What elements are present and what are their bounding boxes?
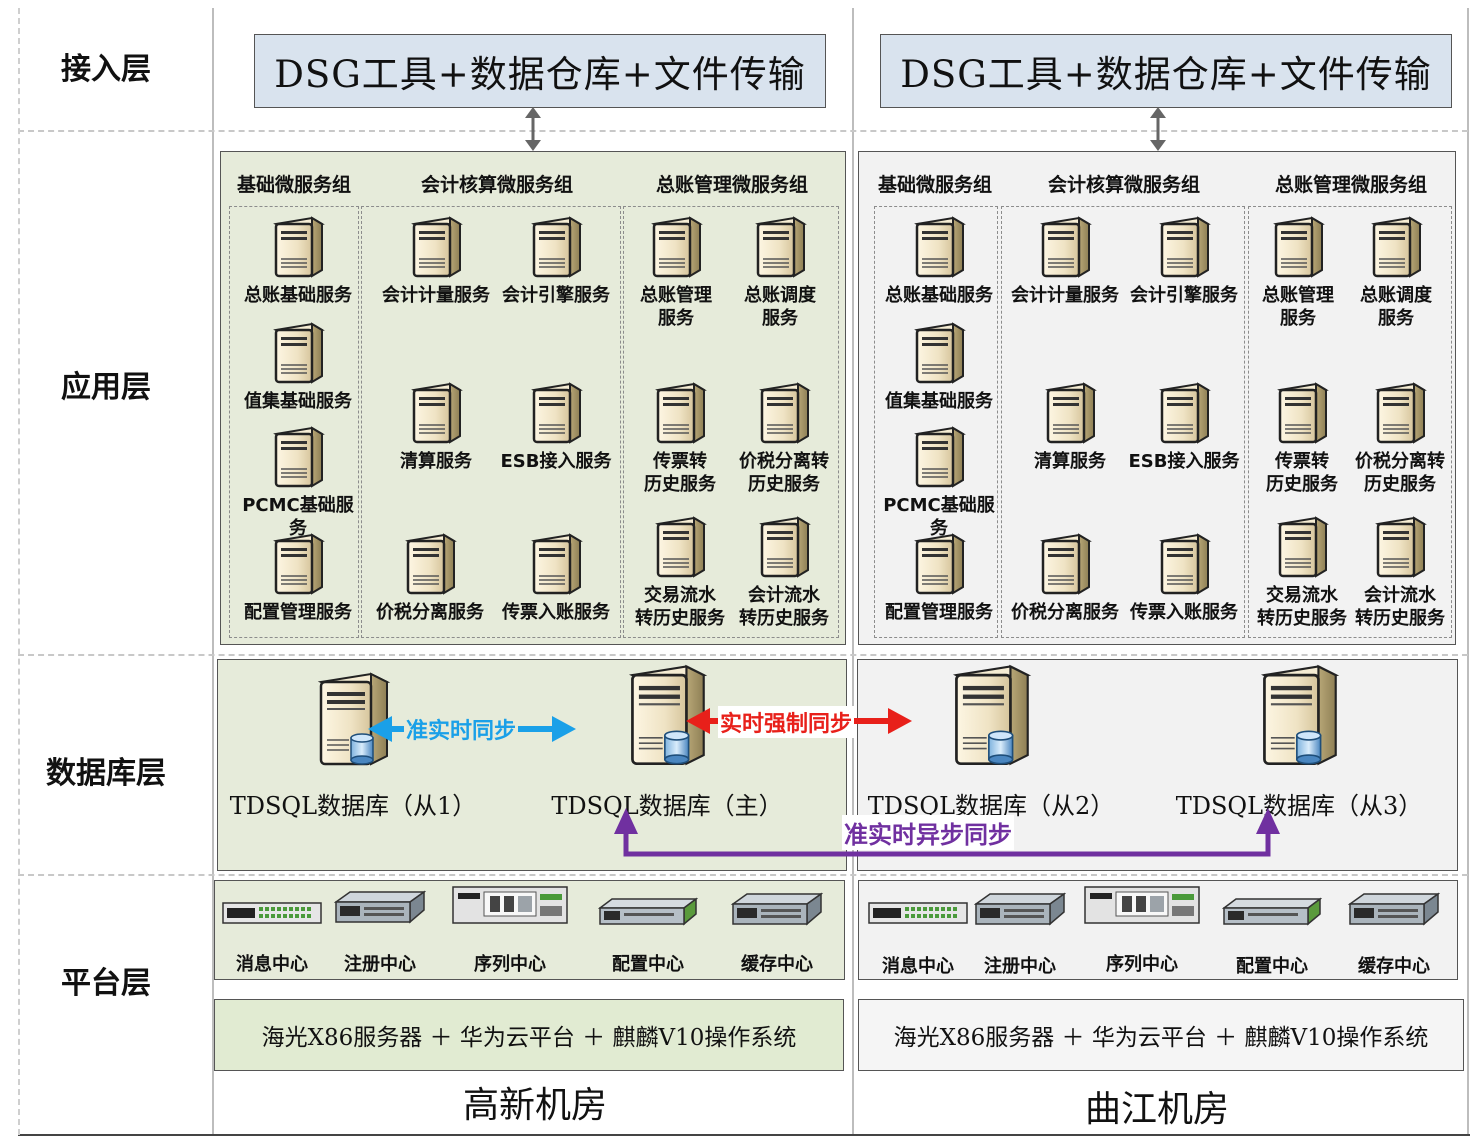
service-node: 会计计量服务 xyxy=(1001,214,1129,307)
group-title-accounting-qujiang: 会计核算微服务组 xyxy=(1047,174,1200,196)
subgroup-basic-gaoxin xyxy=(229,206,359,638)
db-node-slave3: TDSQL数据库（从3） xyxy=(1168,660,1430,821)
layer-label-database: 数据库层 xyxy=(46,756,166,791)
layer-label-application: 应用层 xyxy=(61,370,151,405)
layer-label-platform: 平台层 xyxy=(61,966,151,1001)
db-node-master: TDSQL数据库（主） xyxy=(536,660,798,821)
subgroup-ledger-qujiang xyxy=(1248,206,1452,638)
access-app-arrow-right xyxy=(1150,107,1166,151)
service-node: 值集基础服务 xyxy=(875,320,1003,413)
service-node: PCMC基础服务 xyxy=(875,424,1003,540)
divider-db-platform xyxy=(18,874,1468,876)
service-node: 传票转 历史服务 xyxy=(1238,380,1366,496)
sync-label-near-realtime: 准实时同步 xyxy=(404,713,519,745)
access-app-arrow-left xyxy=(525,107,541,151)
service-node: 传票入账服务 xyxy=(492,531,620,624)
service-node: 配置管理服务 xyxy=(234,531,362,624)
group-title-basic-gaoxin: 基础微服务组 xyxy=(236,174,351,196)
group-title-accounting-gaoxin: 会计核算微服务组 xyxy=(420,174,573,196)
subgroup-basic-qujiang xyxy=(874,206,998,638)
service-node: 清算服务 xyxy=(1006,380,1134,473)
group-title-ledger-gaoxin: 总账管理微服务组 xyxy=(655,174,808,196)
service-node: 总账基础服务 xyxy=(234,214,362,307)
service-node: 值集基础服务 xyxy=(234,320,362,413)
service-node: 会计引擎服务 xyxy=(492,214,620,307)
service-node: 传票转 历史服务 xyxy=(616,380,744,496)
service-node: 价税分离服务 xyxy=(366,531,494,624)
layer-label-access: 接入层 xyxy=(61,52,151,87)
service-node: ESB接入服务 xyxy=(492,380,620,473)
device-sequence-center: 序列中心 xyxy=(1084,886,1200,976)
device-config-center: 配置中心 xyxy=(598,896,698,976)
service-node: 价税分离转 历史服务 xyxy=(720,380,848,496)
service-node: 会计流水 转历史服务 xyxy=(720,514,848,630)
service-node: 价税分离转 历史服务 xyxy=(1336,380,1464,496)
left-dashed-border xyxy=(18,8,20,1135)
service-node: 清算服务 xyxy=(372,380,500,473)
device-cache-center: 缓存中心 xyxy=(1348,892,1440,978)
hardware-box-gaoxin: 海光X86服务器 ＋ 华为云平台 ＋ 麒麟V10操作系统 xyxy=(214,999,844,1071)
service-node: 会计计量服务 xyxy=(372,214,500,307)
device-message-center: 消息中心 xyxy=(222,900,322,976)
hardware-box-qujiang: 海光X86服务器 ＋ 华为云平台 ＋ 麒麟V10操作系统 xyxy=(858,999,1464,1071)
bottom-border xyxy=(18,1134,1470,1136)
device-message-center: 消息中心 xyxy=(868,900,968,978)
service-node: ESB接入服务 xyxy=(1120,380,1248,473)
access-box-qujiang: DSG工具+数据仓库+文件传输 xyxy=(880,34,1452,108)
device-registry-center: 注册中心 xyxy=(974,892,1066,978)
service-node: 总账管理 服务 xyxy=(612,214,740,330)
sync-label-realtime-forced: 实时强制同步 xyxy=(718,706,855,738)
service-node: 价税分离服务 xyxy=(1001,531,1129,624)
subgroup-accounting-gaoxin xyxy=(361,206,621,638)
subgroup-accounting-qujiang xyxy=(1001,206,1245,638)
subgroup-ledger-gaoxin xyxy=(623,206,839,638)
divider-access-app xyxy=(18,130,1468,132)
service-node: 会计引擎服务 xyxy=(1120,214,1248,307)
group-title-basic-qujiang: 基础微服务组 xyxy=(877,174,992,196)
service-node: 交易流水 转历史服务 xyxy=(616,514,744,630)
service-node: PCMC基础服务 xyxy=(234,424,362,540)
db-node-slave2: TDSQL数据库（从2） xyxy=(860,660,1122,821)
center-column-divider xyxy=(852,8,854,1135)
service-node: 总账管理 服务 xyxy=(1234,214,1362,330)
device-config-center: 配置中心 xyxy=(1222,896,1322,978)
right-border xyxy=(1467,8,1469,1135)
db-node-slave1: TDSQL数据库（从1） xyxy=(222,668,484,821)
service-node: 传票入账服务 xyxy=(1120,531,1248,624)
device-cache-center: 缓存中心 xyxy=(731,892,823,976)
divider-app-db xyxy=(18,654,1468,656)
left-column-divider xyxy=(212,8,214,1135)
service-node: 配置管理服务 xyxy=(875,531,1003,624)
service-node: 会计流水 转历史服务 xyxy=(1336,514,1464,630)
sync-arrow-near-realtime-async xyxy=(614,808,1280,857)
device-registry-center: 注册中心 xyxy=(334,890,426,976)
service-node: 总账基础服务 xyxy=(875,214,1003,307)
group-title-ledger-qujiang: 总账管理微服务组 xyxy=(1274,174,1427,196)
device-sequence-center: 序列中心 xyxy=(452,886,568,976)
service-node: 总账调度 服务 xyxy=(716,214,844,330)
room-label-qujiang: 曲江机房 xyxy=(1084,1089,1229,1130)
service-node: 交易流水 转历史服务 xyxy=(1238,514,1366,630)
access-box-gaoxin: DSG工具+数据仓库+文件传输 xyxy=(254,34,826,108)
sync-label-near-realtime-async: 准实时异步同步 xyxy=(842,815,1014,850)
service-node: 总账调度 服务 xyxy=(1332,214,1460,330)
room-label-gaoxin: 高新机房 xyxy=(462,1085,607,1126)
